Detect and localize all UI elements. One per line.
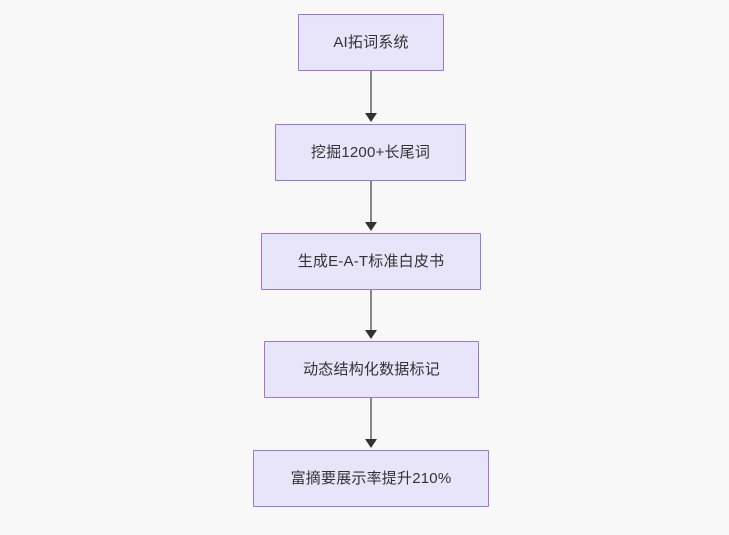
flow-node-ai-keyword-system[interactable]: AI拓词系统 bbox=[298, 14, 444, 71]
flow-edge-1 bbox=[370, 71, 372, 116]
flow-node-label: 生成E-A-T标准白皮书 bbox=[297, 252, 445, 270]
arrow-down-icon bbox=[365, 330, 377, 339]
flow-node-label: 动态结构化数据标记 bbox=[303, 360, 440, 378]
flow-node-rich-snippet-result[interactable]: 富摘要展示率提升210% bbox=[253, 450, 489, 507]
flow-node-label: AI拓词系统 bbox=[333, 33, 409, 51]
arrow-down-icon bbox=[365, 113, 377, 122]
flow-edge-4 bbox=[370, 398, 372, 442]
arrow-down-icon bbox=[365, 439, 377, 448]
flow-node-label: 挖掘1200+长尾词 bbox=[310, 143, 431, 161]
arrow-down-icon bbox=[365, 222, 377, 231]
flow-edge-3 bbox=[370, 290, 372, 333]
flow-node-structured-data-markup[interactable]: 动态结构化数据标记 bbox=[264, 341, 479, 398]
flow-edge-2 bbox=[370, 181, 372, 225]
flow-node-longtail-keywords[interactable]: 挖掘1200+长尾词 bbox=[275, 124, 466, 181]
flow-node-label: 富摘要展示率提升210% bbox=[290, 469, 452, 487]
flow-node-eat-whitepaper[interactable]: 生成E-A-T标准白皮书 bbox=[261, 233, 481, 290]
